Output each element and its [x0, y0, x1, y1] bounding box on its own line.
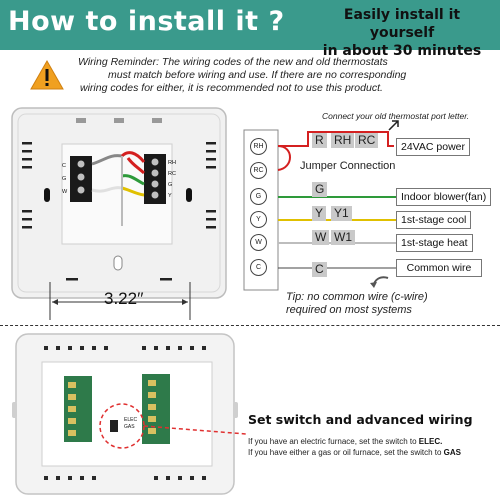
code-y: Y [312, 206, 327, 221]
plate-right-label: G [168, 182, 173, 188]
base-plate-illustration [11, 107, 227, 320]
switch-elec-label: ELEC [124, 417, 138, 423]
terminal-g: G [250, 188, 267, 205]
terminal-rh: RH [250, 138, 267, 155]
label-1st-stage-cool: 1st-stage cool [396, 211, 472, 229]
instruction-electric-text: If you have an electric furnace, set the… [248, 437, 417, 446]
subtitle-line-1: Easily install it yourself [343, 7, 461, 41]
code-rc: RC [355, 133, 379, 148]
connect-note: Connect your old thermostat port letter. [322, 111, 470, 121]
tip-line-2: required on most systems [286, 304, 412, 316]
plate-right-label: RC [168, 171, 176, 177]
warning-icon [30, 60, 64, 90]
code-g: G [312, 182, 328, 197]
instruction-gas-text: If you have either a gas or oil furnace,… [248, 448, 442, 457]
reminder-line-2: must match before wiring and use. If the… [108, 69, 407, 81]
switch-labels: ELEC GAS [124, 417, 137, 431]
code-y1: Y1 [331, 206, 352, 221]
instruction-gas: If you have either a gas or oil furnace,… [248, 448, 461, 457]
plate-left-label: C [62, 163, 66, 169]
plate-left-labels: C G W [62, 160, 67, 199]
set-switch-title: Set switch and advanced wiring [248, 412, 473, 427]
label-24vac-power: 24VAC power [396, 138, 471, 156]
code-rh: RH [331, 133, 355, 148]
thermostat-back-illustration [12, 333, 247, 495]
terminal-c: C [250, 259, 267, 276]
plate-right-labels: RH RC G Y [168, 158, 176, 202]
code-r: R [312, 133, 327, 148]
header-subtitle: Easily install it yourself in about 30 m… [312, 6, 492, 60]
plate-dimension: 3.22′′ [104, 289, 144, 308]
tip-line-1: Tip: no common wire (c-wire) [286, 291, 428, 303]
header-banner: How to install it ? Easily install it yo… [0, 0, 500, 59]
plate-right-label: RH [168, 160, 176, 166]
jumper-connection-label: Jumper Connection [300, 160, 396, 172]
arrow-up-right-icon [388, 120, 399, 131]
page-title: How to install it ? [8, 6, 285, 37]
instruction-electric-value: ELEC. [418, 437, 443, 446]
tip-text: Tip: no common wire (c-wire) required on… [286, 291, 428, 317]
section-divider [0, 325, 500, 326]
terminal-w: W [250, 234, 267, 251]
terminal-y: Y [250, 211, 267, 228]
code-c: C [312, 262, 327, 277]
label-indoor-blower: Indoor blower(fan) [396, 188, 492, 206]
label-1st-stage-heat: 1st-stage heat [396, 234, 473, 252]
code-w: W [312, 230, 330, 245]
reminder-line-3: wiring codes for either, it is recommend… [80, 82, 383, 94]
plate-left-label: G [62, 176, 67, 182]
reminder-line-1: Wiring Reminder: The wiring codes of the… [78, 56, 388, 68]
code-w1: W1 [331, 230, 355, 245]
wiring-reminder: Wiring Reminder: The wiring codes of the… [78, 56, 488, 95]
instruction-gas-value: GAS [443, 448, 462, 457]
terminal-rc: RC [250, 162, 267, 179]
switch-gas-label: GAS [124, 424, 135, 430]
plate-left-label: W [62, 189, 68, 195]
subtitle-line-2: in about 30 minutes [322, 43, 482, 59]
curved-arrow-icon [370, 276, 389, 288]
label-common-wire: Common wire [396, 259, 482, 277]
instruction-electric: If you have an electric furnace, set the… [248, 437, 442, 446]
plate-right-label: Y [168, 193, 172, 199]
